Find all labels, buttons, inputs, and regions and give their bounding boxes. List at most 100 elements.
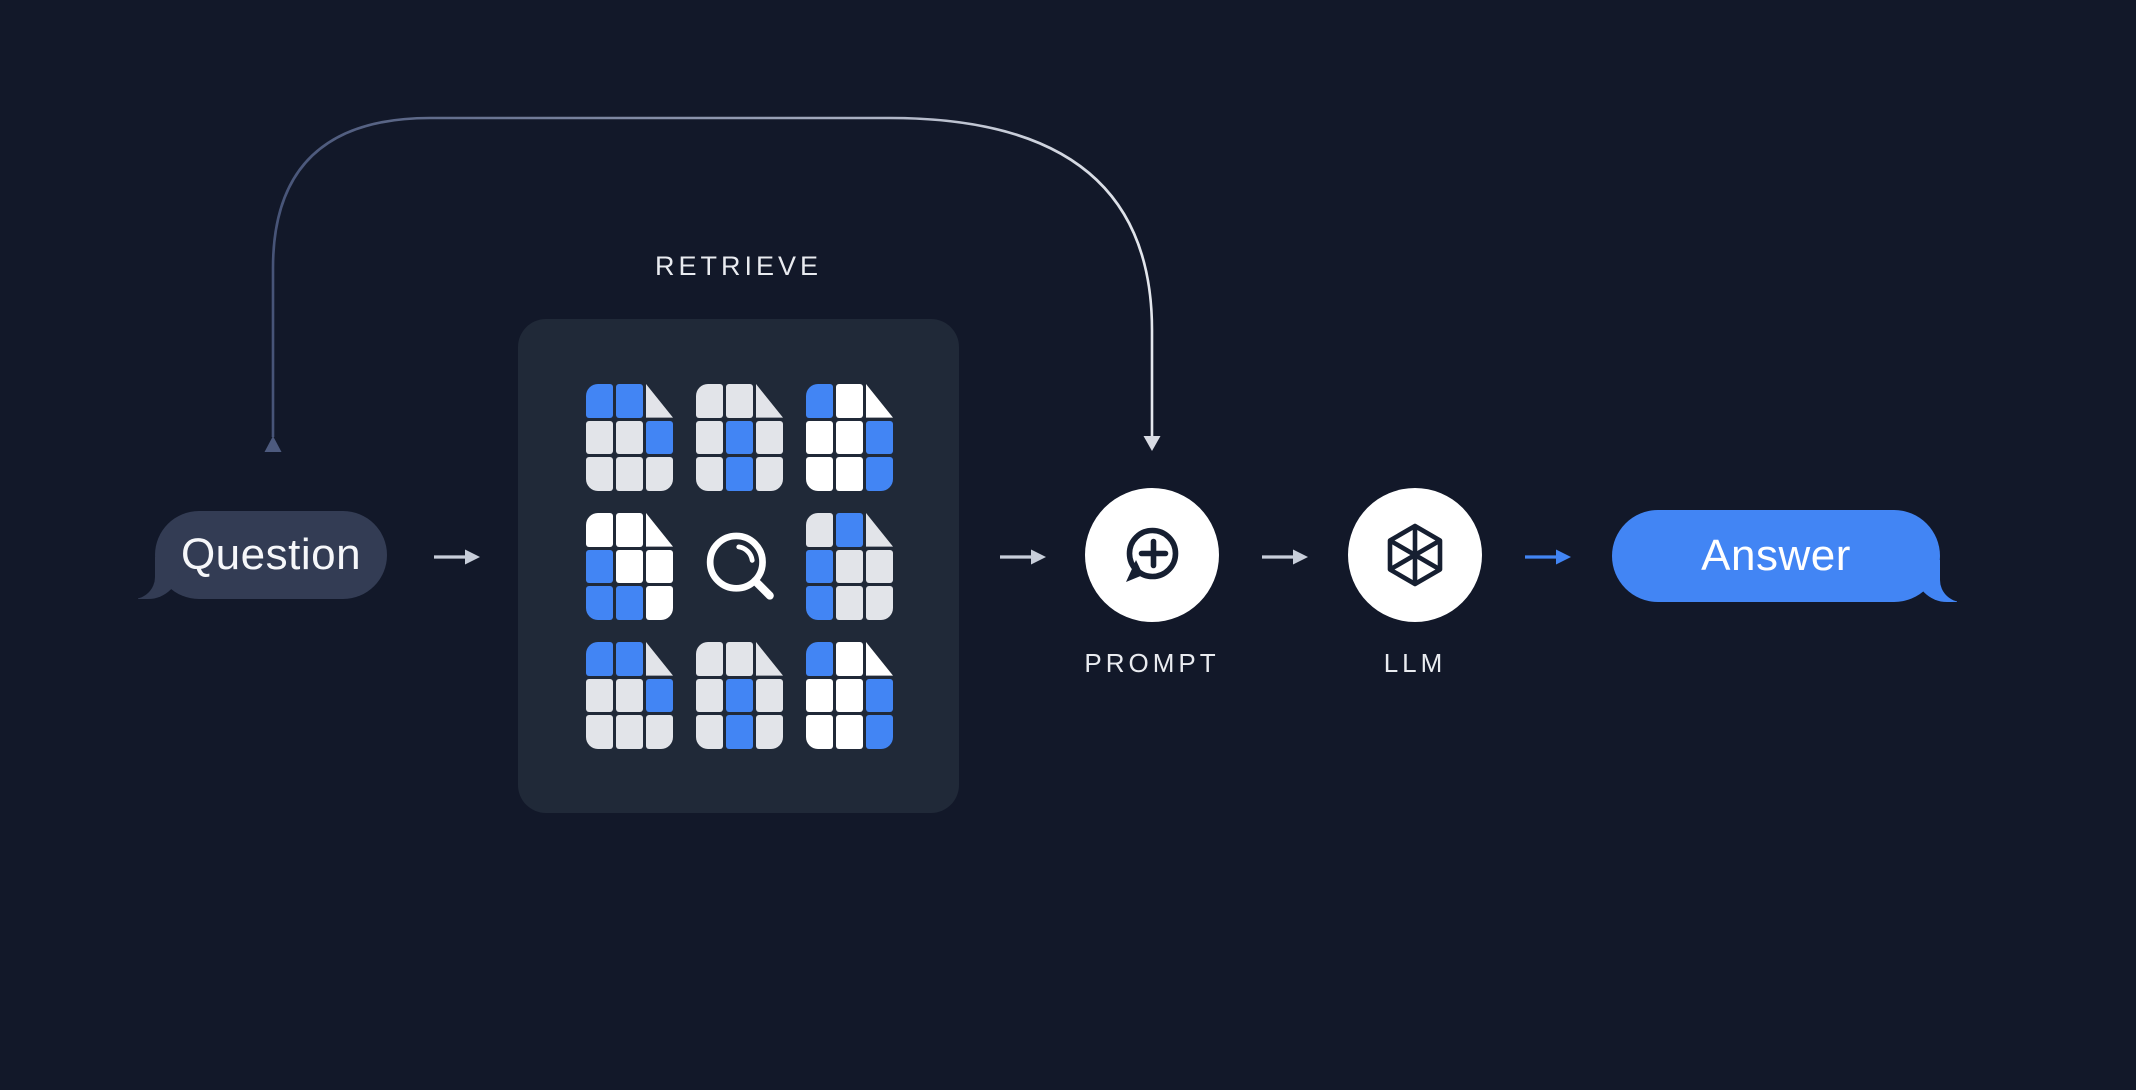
- document-cell-fold-white: [866, 642, 893, 676]
- question-bubble: Question: [132, 511, 387, 599]
- answer-label: Answer: [1701, 531, 1851, 580]
- llm-node: [1348, 488, 1482, 622]
- document-cell-blue: [726, 678, 753, 713]
- document-cell-gray: [586, 715, 613, 749]
- document-cell-blue: [866, 420, 893, 455]
- document-cell-gray: [696, 457, 723, 491]
- document-cell-gray: [616, 457, 643, 491]
- retrieve-label: RETRIEVE: [654, 251, 823, 281]
- document-cell-gray: [616, 420, 643, 455]
- curve-arrowhead-down-icon: [1143, 436, 1161, 451]
- prompt-node: [1085, 488, 1219, 622]
- document-cell-white: [836, 715, 863, 749]
- document-cell-blue: [616, 642, 643, 676]
- document-cell-blue: [616, 384, 643, 418]
- arrow-question-to-retrieve-icon: [434, 549, 480, 565]
- arrow-llm-to-answer-icon: [1525, 549, 1571, 565]
- document-cell-blue: [836, 513, 863, 547]
- arrow-retrieve-to-prompt-icon: [1000, 549, 1046, 565]
- document-cell-gray: [586, 678, 613, 713]
- document-icon: [806, 384, 893, 491]
- cube-wireframe-icon: [1387, 523, 1443, 587]
- document-cell-gray: [696, 642, 723, 676]
- document-cell-white: [836, 420, 863, 455]
- document-cell-fold-gray: [646, 384, 673, 418]
- document-cell-blue: [806, 549, 833, 584]
- question-label: Question: [180, 530, 362, 579]
- document-icon: [696, 642, 783, 749]
- document-cell-gray: [866, 549, 893, 584]
- document-grid: [586, 384, 893, 749]
- document-cell-blue: [806, 586, 833, 620]
- document-cell-blue: [586, 586, 613, 620]
- document-icon: [586, 642, 673, 749]
- document-cell-blue: [586, 549, 613, 584]
- document-cell-blue: [586, 384, 613, 418]
- document-cell-blue: [866, 678, 893, 713]
- document-cell-blue: [806, 384, 833, 418]
- document-cell-white: [836, 457, 863, 491]
- prompt-label: PROMPT: [1084, 648, 1220, 678]
- document-cell-gray: [616, 715, 643, 749]
- document-icon: [806, 513, 893, 620]
- document-cell-blue: [726, 420, 753, 455]
- document-cell-blue: [586, 642, 613, 676]
- document-cell-fold-gray: [756, 642, 783, 676]
- document-cell-blue: [806, 642, 833, 676]
- document-cell-white: [616, 549, 643, 584]
- magnifier-icon: [706, 532, 774, 600]
- document-cell-white: [836, 642, 863, 676]
- document-cell-blue: [616, 586, 643, 620]
- document-cell-gray: [696, 678, 723, 713]
- document-cell-white: [616, 513, 643, 547]
- document-cell-gray: [646, 715, 673, 749]
- document-cell-gray: [756, 420, 783, 455]
- document-cell-white: [806, 457, 833, 491]
- document-cell-white: [836, 678, 863, 713]
- document-cell-white: [836, 384, 863, 418]
- document-icon: [586, 513, 673, 620]
- document-cell-fold-white: [646, 513, 673, 547]
- answer-bubble: Answer: [1612, 510, 1963, 602]
- document-icon: [586, 384, 673, 491]
- document-cell-gray: [756, 457, 783, 491]
- document-icon: [806, 642, 893, 749]
- document-cell-gray: [726, 642, 753, 676]
- arrow-prompt-to-llm-icon: [1262, 549, 1308, 565]
- document-cell-white: [586, 513, 613, 547]
- document-cell-gray: [866, 586, 893, 620]
- document-icon: [696, 384, 783, 491]
- document-cell-blue: [866, 457, 893, 491]
- document-cell-gray: [836, 586, 863, 620]
- document-cell-white: [806, 715, 833, 749]
- document-cell-fold-gray: [646, 642, 673, 676]
- document-cell-white: [806, 420, 833, 455]
- document-cell-gray: [806, 513, 833, 547]
- search-cell: [696, 513, 783, 620]
- document-cell-blue: [726, 715, 753, 749]
- document-cell-gray: [616, 678, 643, 713]
- document-cell-blue: [646, 678, 673, 713]
- document-cell-white: [806, 678, 833, 713]
- document-cell-blue: [726, 457, 753, 491]
- document-cell-gray: [696, 715, 723, 749]
- chat-plus-icon: [1126, 527, 1179, 582]
- document-cell-gray: [756, 715, 783, 749]
- document-cell-fold-gray: [866, 513, 893, 547]
- document-cell-blue: [866, 715, 893, 749]
- document-cell-gray: [586, 420, 613, 455]
- document-cell-gray: [726, 384, 753, 418]
- retrieve-panel: [518, 319, 959, 813]
- llm-label: LLM: [1383, 648, 1447, 678]
- document-cell-white: [646, 549, 673, 584]
- document-cell-gray: [836, 549, 863, 584]
- document-cell-gray: [586, 457, 613, 491]
- document-cell-blue: [646, 420, 673, 455]
- document-cell-fold-gray: [756, 384, 783, 418]
- document-cell-gray: [756, 678, 783, 713]
- document-cell-gray: [646, 457, 673, 491]
- document-cell-gray: [696, 420, 723, 455]
- document-cell-gray: [696, 384, 723, 418]
- document-cell-fold-white: [866, 384, 893, 418]
